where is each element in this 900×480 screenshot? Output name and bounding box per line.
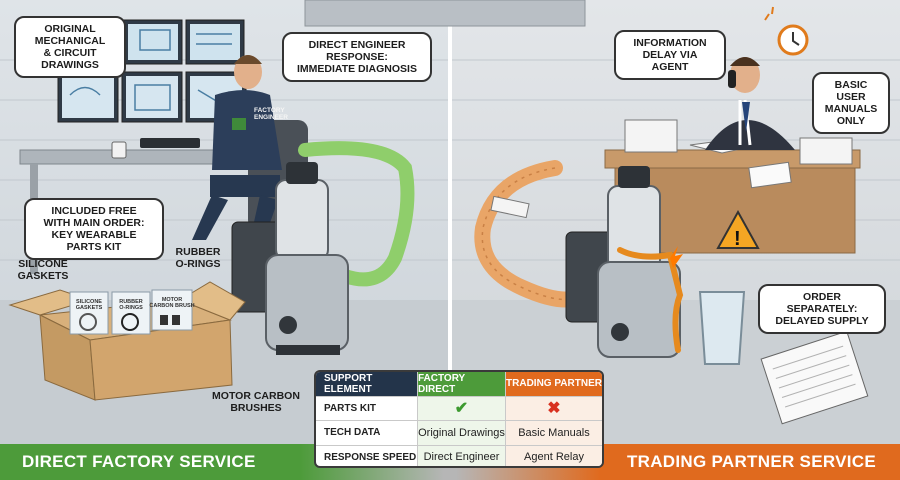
header-trading-partner: TRADING PARTNER (506, 372, 602, 397)
direct-factory-footer: DIRECT FACTORY SERVICE (0, 444, 300, 480)
row-label: RESPONSE SPEED (316, 445, 418, 466)
factory-value: ✔ (454, 400, 469, 418)
table-row: RESPONSE SPEED Direct Engineer Agent Rel… (316, 445, 602, 466)
basic-manuals-callout: BASIC USER MANUALS ONLY (812, 72, 890, 134)
parts-kit-callout: INCLUDED FREE WITH MAIN ORDER: KEY WEARA… (24, 198, 164, 260)
cross-icon: ✖ (506, 396, 602, 421)
header-factory-direct: FACTORY DIRECT (418, 372, 506, 397)
table-row: PARTS KIT ✔ ✖ (316, 396, 602, 421)
motor-brushes-label: MOTOR CARBON BRUSHES (212, 390, 300, 414)
order-form (760, 330, 869, 425)
silicone-gaskets-label: SILICONE GASKETS (17, 258, 69, 282)
engineer-response-callout: DIRECT ENGINEER RESPONSE: IMMEDIATE DIAG… (282, 32, 432, 82)
parts-box (8, 281, 246, 401)
juicer-left (231, 162, 349, 355)
partner-value: ✖ (547, 400, 561, 418)
information-delay-callout: INFORMATION DELAY VIA AGENT (614, 30, 726, 80)
warning-icon: ! (716, 209, 760, 250)
check-icon: ✔ (418, 396, 506, 421)
alert-lines (764, 6, 774, 21)
header-support-element: SUPPORT ELEMENT (316, 372, 418, 397)
direct-response-flow (298, 141, 415, 287)
juicer-right (565, 166, 684, 358)
panel-divider (448, 0, 452, 480)
order-separately-callout: ORDER SEPARATELY: DELAYED SUPPLY (758, 284, 886, 334)
factory-value: Direct Engineer (418, 445, 506, 466)
table-row: TECH DATA Original Drawings Basic Manual… (316, 421, 602, 446)
drawings-callout: ORIGINAL MECHANICAL & CIRCUIT DRAWINGS (14, 16, 126, 78)
factory-value: Original Drawings (418, 421, 506, 446)
empty-glass (698, 291, 746, 365)
keyboard (140, 138, 200, 148)
partner-value: Agent Relay (506, 445, 602, 466)
partner-value: Basic Manuals (506, 421, 602, 446)
trading-agent (705, 57, 795, 150)
trading-partner-footer: TRADING PARTNER SERVICE (600, 444, 900, 480)
svg-text:!: ! (734, 228, 741, 250)
clock-icon (777, 24, 809, 56)
paper-note (490, 195, 530, 219)
row-label: PARTS KIT (316, 396, 418, 421)
coffee-mug (111, 141, 127, 159)
comparison-table: SUPPORT ELEMENT FACTORY DIRECT TRADING P… (314, 370, 604, 468)
range-hood (304, 0, 586, 27)
row-label: TECH DATA (316, 421, 418, 446)
table-header-row: SUPPORT ELEMENT FACTORY DIRECT TRADING P… (316, 372, 602, 397)
rubber-orings-label: RUBBER O-RINGS (175, 246, 221, 270)
